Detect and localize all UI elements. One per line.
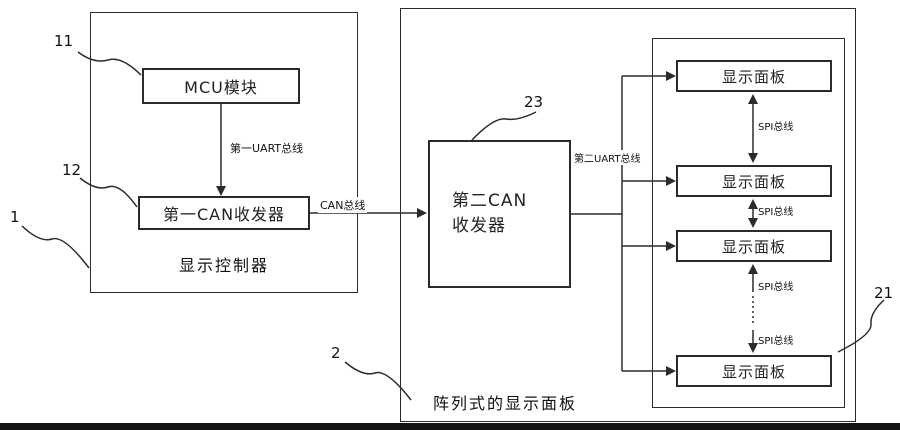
spi2-arrowhead-up <box>748 199 758 209</box>
spi2-arrowhead-down <box>748 218 758 228</box>
leader-23 <box>471 111 537 141</box>
can-arrowhead <box>417 208 427 218</box>
uart2-arrowhead-1 <box>666 71 676 81</box>
display-panel-2: 显示面板 <box>676 165 832 197</box>
display-panel-1: 显示面板 <box>676 60 832 92</box>
can-bus-label: CAN总线 <box>318 197 368 213</box>
can2-transceiver-label: 第二CAN 收发器 <box>452 191 528 236</box>
panel-group-box <box>652 38 845 408</box>
uart2-arrowhead-2 <box>666 176 676 186</box>
leader-11 <box>77 51 142 76</box>
can1-transceiver-label: 第一CAN收发器 <box>162 205 286 224</box>
uart1-bus-label: 第一UART总线 <box>228 140 306 156</box>
leader-2 <box>344 361 412 401</box>
display-panel-label: 显示面板 <box>721 362 786 381</box>
display-panel-3: 显示面板 <box>676 230 832 262</box>
spi-bus-label-3: SPI总线 <box>758 282 794 293</box>
mcu-module-label: MCU模块 <box>184 78 258 97</box>
array-display-title: 阵列式的显示面板 <box>432 394 577 413</box>
ref-12: 12 <box>62 161 82 179</box>
spi-bus-label-1: SPI总线 <box>758 122 794 133</box>
can1-transceiver-box: 第一CAN收发器 <box>138 196 310 230</box>
display-controller-title: 显示控制器 <box>178 256 269 275</box>
leader-21 <box>837 299 885 353</box>
ref-11: 11 <box>54 32 74 50</box>
bottom-edge-bar <box>0 423 900 430</box>
spi-bus-label-4: SPI总线 <box>758 336 794 347</box>
can2-transceiver-box: 第二CAN 收发器 <box>428 140 571 288</box>
spi3-arrowhead-up <box>748 264 758 274</box>
spi1-arrowhead-up <box>748 94 758 104</box>
array-display-box <box>400 8 856 422</box>
ref-1: 1 <box>10 208 20 226</box>
uart2-bus-label: 第二UART总线 <box>572 150 643 165</box>
display-panel-4: 显示面板 <box>676 355 832 387</box>
mcu-module-box: MCU模块 <box>142 68 300 104</box>
leader-1 <box>21 225 90 269</box>
uart1-arrowhead <box>216 186 226 196</box>
display-panel-label: 显示面板 <box>721 237 786 256</box>
uart2-arrowhead-4 <box>666 366 676 376</box>
ref-2: 2 <box>331 344 341 362</box>
spi3-arrowhead-down <box>748 343 758 353</box>
ref-21: 21 <box>874 284 894 302</box>
display-panel-label: 显示面板 <box>721 172 786 191</box>
display-panel-label: 显示面板 <box>721 67 786 86</box>
ref-23: 23 <box>524 93 544 111</box>
spi-bus-label-2: SPI总线 <box>758 207 794 218</box>
spi1-arrowhead-down <box>748 153 758 163</box>
leader-12 <box>79 177 138 208</box>
display-controller-box <box>90 12 358 293</box>
uart2-arrowhead-3 <box>666 241 676 251</box>
